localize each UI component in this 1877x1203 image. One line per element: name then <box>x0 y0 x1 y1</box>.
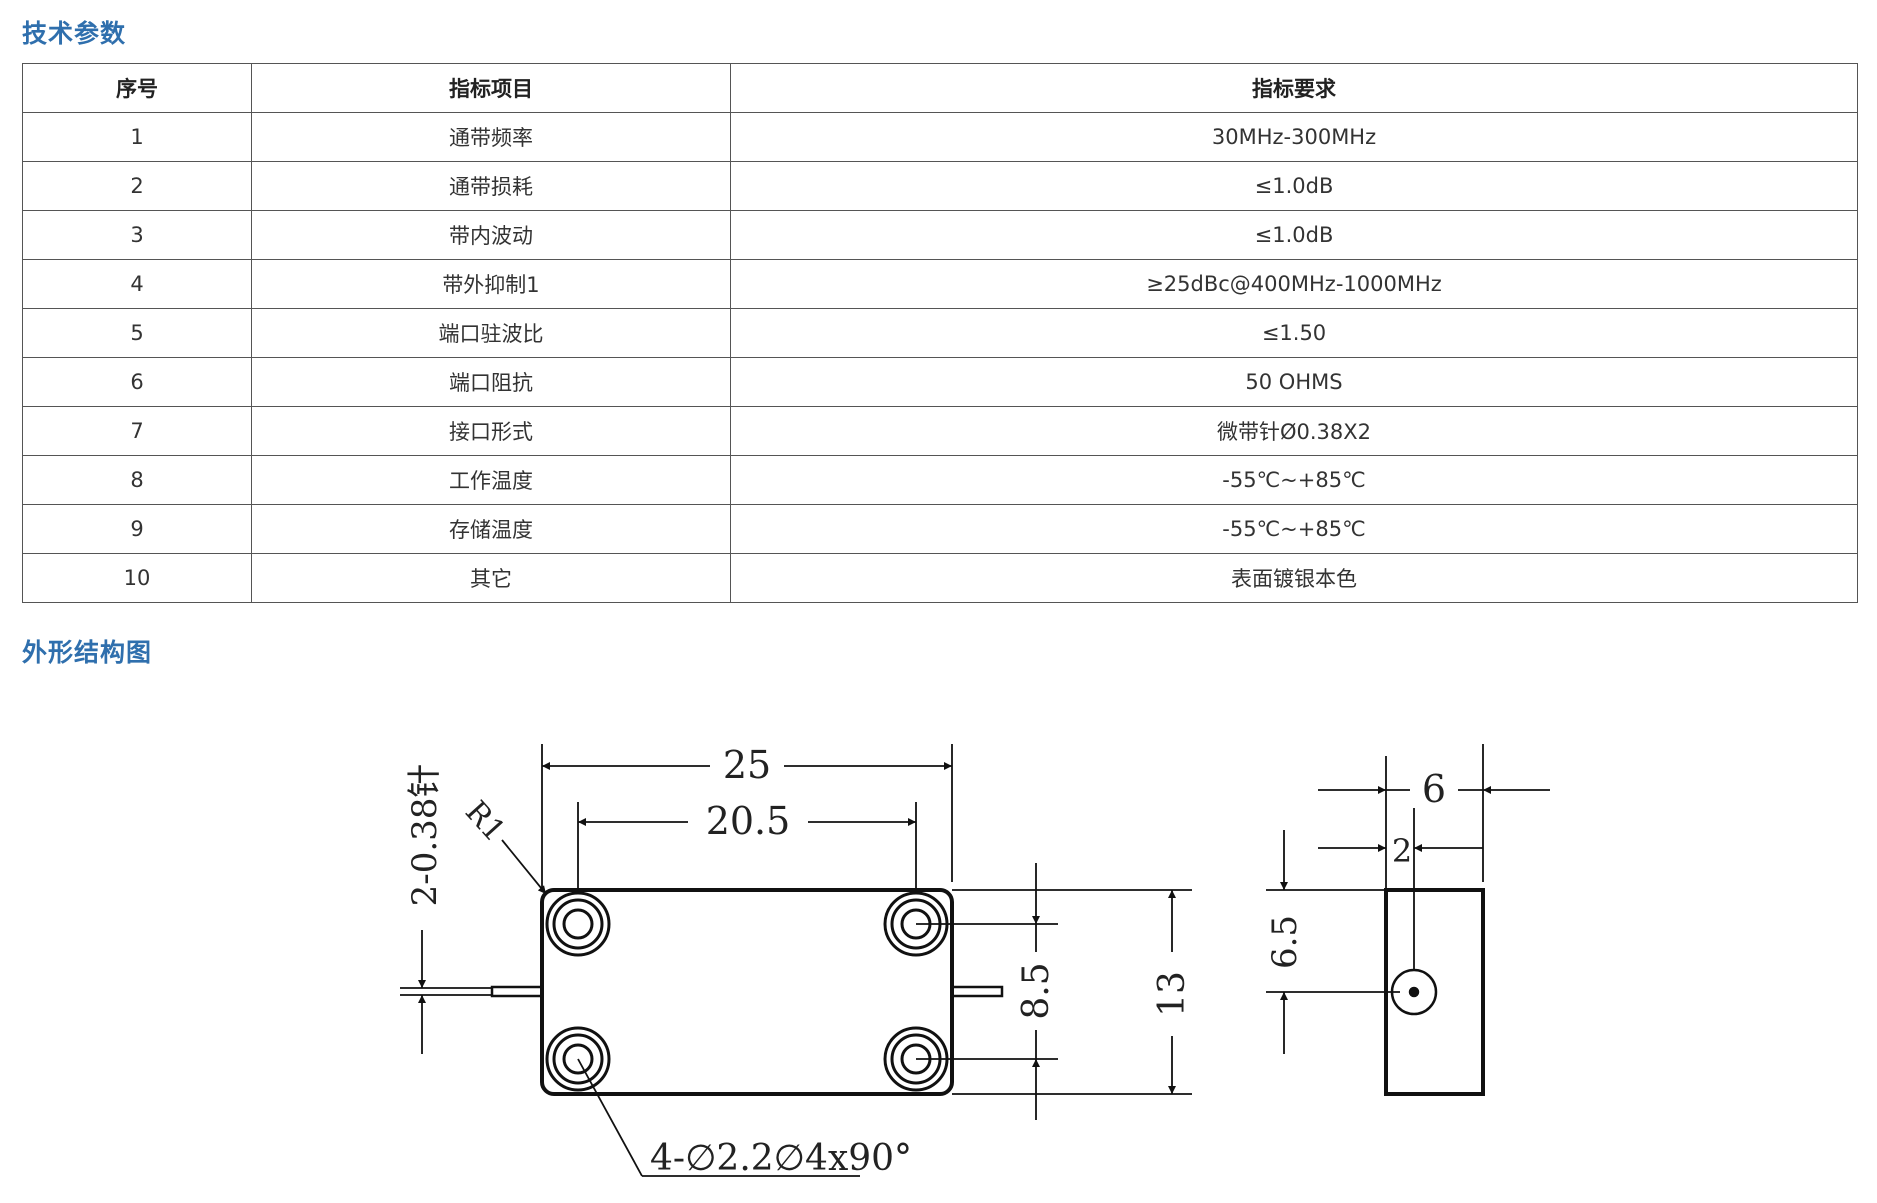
dim-hole-spacing-x: 20.5 <box>706 799 791 843</box>
specs-section-title: 技术参数 <box>22 19 127 48</box>
cell-index: 7 <box>22 406 252 456</box>
table-row: 1 通带频率 30MHz-300MHz <box>22 112 1858 162</box>
cell-requirement: 微带针Ø0.38X2 <box>730 406 1858 456</box>
header-index: 序号 <box>22 63 252 113</box>
dim-depth: 6 <box>1422 767 1446 811</box>
table-row: 3 带内波动 ≤1.0dB <box>22 210 1858 260</box>
mounting-hole <box>545 891 611 957</box>
dim-corner-radius: R1 <box>458 794 512 848</box>
cell-requirement: -55℃~+85℃ <box>730 455 1858 505</box>
dim-length: 25 <box>723 743 771 787</box>
cell-requirement: 表面镀银本色 <box>730 553 1858 603</box>
cell-index: 9 <box>22 504 252 554</box>
table-row: 7 接口形式 微带针Ø0.38X2 <box>22 406 1858 456</box>
cell-item: 端口阻抗 <box>251 357 731 407</box>
mounting-hole <box>545 1026 611 1092</box>
dim-hole-spacing-y: 8.5 <box>1016 962 1057 1019</box>
cell-item: 接口形式 <box>251 406 731 456</box>
table-row: 6 端口阻抗 50 OHMS <box>22 357 1858 407</box>
cell-index: 10 <box>22 553 252 603</box>
cell-item: 通带频率 <box>251 112 731 162</box>
dim-holes: 4-∅2.2∅4x90° <box>650 1138 912 1179</box>
table-row: 8 工作温度 -55℃~+85℃ <box>22 455 1858 505</box>
dim-pin-height: 6.5 <box>1265 915 1305 969</box>
cell-item: 存储温度 <box>251 504 731 554</box>
pin-left <box>490 985 544 998</box>
outline-drawing: 25 20.5 2-0.38针 R1 8.5 13 6 2 6.5 4-∅2.2… <box>400 743 1550 1179</box>
housing-outline <box>540 888 954 1096</box>
dim-width: 13 <box>1152 971 1193 1017</box>
cell-item: 其它 <box>251 553 731 603</box>
cell-index: 3 <box>22 210 252 260</box>
side-view-outline <box>1384 888 1485 1096</box>
cell-requirement: 50 OHMS <box>730 357 1858 407</box>
cell-item: 带内波动 <box>251 210 731 260</box>
cell-index: 2 <box>22 161 252 211</box>
cell-index: 5 <box>22 308 252 358</box>
drawing-section-title: 外形结构图 <box>22 638 153 667</box>
cell-requirement: -55℃~+85℃ <box>730 504 1858 554</box>
table-row: 9 存储温度 -55℃~+85℃ <box>22 504 1858 554</box>
cell-requirement: ≤1.0dB <box>730 161 1858 211</box>
cell-requirement: ≤1.0dB <box>730 210 1858 260</box>
cell-item: 通带损耗 <box>251 161 731 211</box>
header-requirement: 指标要求 <box>730 63 1858 113</box>
table-row: 5 端口驻波比 ≤1.50 <box>22 308 1858 358</box>
dim-pin-offset: 2 <box>1392 832 1412 870</box>
cell-index: 1 <box>22 112 252 162</box>
cell-requirement: ≤1.50 <box>730 308 1858 358</box>
cell-requirement: ≥25dBc@400MHz-1000MHz <box>730 259 1858 309</box>
header-item: 指标项目 <box>251 63 731 113</box>
cell-requirement: 30MHz-300MHz <box>730 112 1858 162</box>
table-header-row: 序号 指标项目 指标要求 <box>22 63 1858 113</box>
spec-table: 序号 指标项目 指标要求 1 通带频率 30MHz-300MHz 2 通带损耗 … <box>22 63 1858 603</box>
cell-item: 端口驻波比 <box>251 308 731 358</box>
dim-pin-label: 2-0.38针 <box>405 764 445 907</box>
cell-index: 6 <box>22 357 252 407</box>
cell-item: 带外抑制1 <box>251 259 731 309</box>
cell-index: 8 <box>22 455 252 505</box>
pin-right <box>950 985 1004 998</box>
cell-index: 4 <box>22 259 252 309</box>
table-row: 2 通带损耗 ≤1.0dB <box>22 161 1858 211</box>
table-row: 10 其它 表面镀银本色 <box>22 553 1858 603</box>
table-row: 4 带外抑制1 ≥25dBc@400MHz-1000MHz <box>22 259 1858 309</box>
cell-item: 工作温度 <box>251 455 731 505</box>
